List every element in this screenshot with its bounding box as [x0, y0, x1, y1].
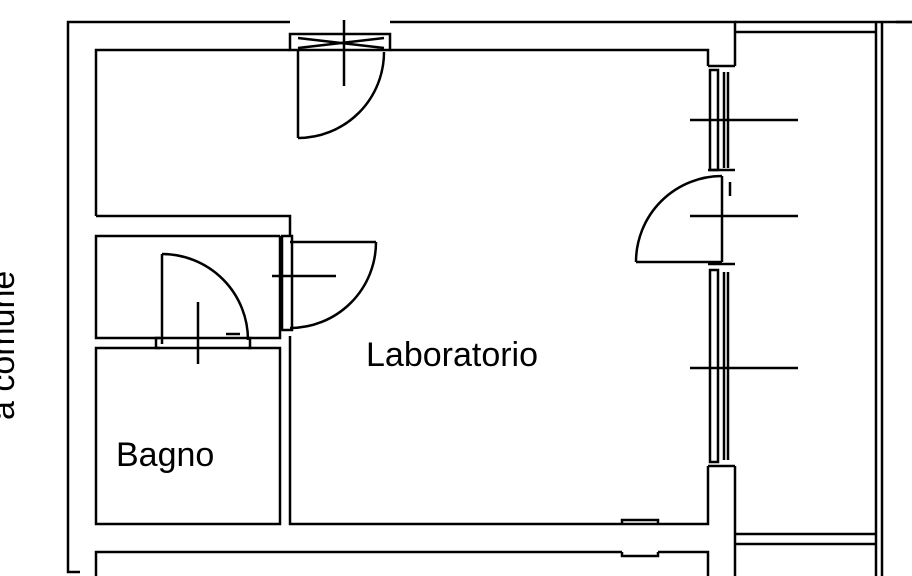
bathroom-walls	[94, 234, 282, 526]
room-label-bagno: Bagno	[116, 436, 214, 474]
window-wall	[690, 64, 798, 468]
bathroom-door	[154, 252, 252, 364]
laboratorio-door	[272, 234, 378, 332]
outer-walls	[66, 20, 737, 576]
room-label-laboratorio: Laboratorio	[366, 336, 538, 374]
lower-walls	[94, 518, 710, 576]
corridor-walls	[735, 20, 912, 576]
balcony-door	[634, 174, 732, 264]
entry-door	[288, 20, 392, 140]
side-label: a comune	[0, 271, 22, 420]
